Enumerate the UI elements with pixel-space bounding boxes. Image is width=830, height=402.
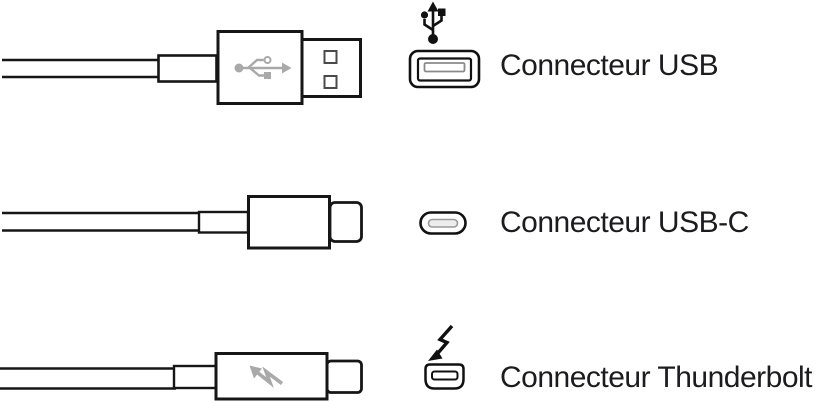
row-label-usb: Connecteur USB <box>500 49 719 82</box>
lightning-bolt-symbol <box>249 365 284 388</box>
usb-trident-symbol <box>234 56 292 79</box>
row-label-thunderbolt: Connecteur Thunderbolt <box>500 361 813 394</box>
usb-a-cable-illustration <box>2 30 362 105</box>
thunderbolt-port-icon <box>424 324 465 390</box>
row-label-usb-c: Connecteur USB-C <box>500 206 749 239</box>
thunderbolt-cable-illustration <box>0 352 363 401</box>
usb-c-cable-illustration <box>2 195 363 250</box>
usb-a-port-icon <box>408 1 481 89</box>
usb-c-port-icon <box>419 211 467 235</box>
